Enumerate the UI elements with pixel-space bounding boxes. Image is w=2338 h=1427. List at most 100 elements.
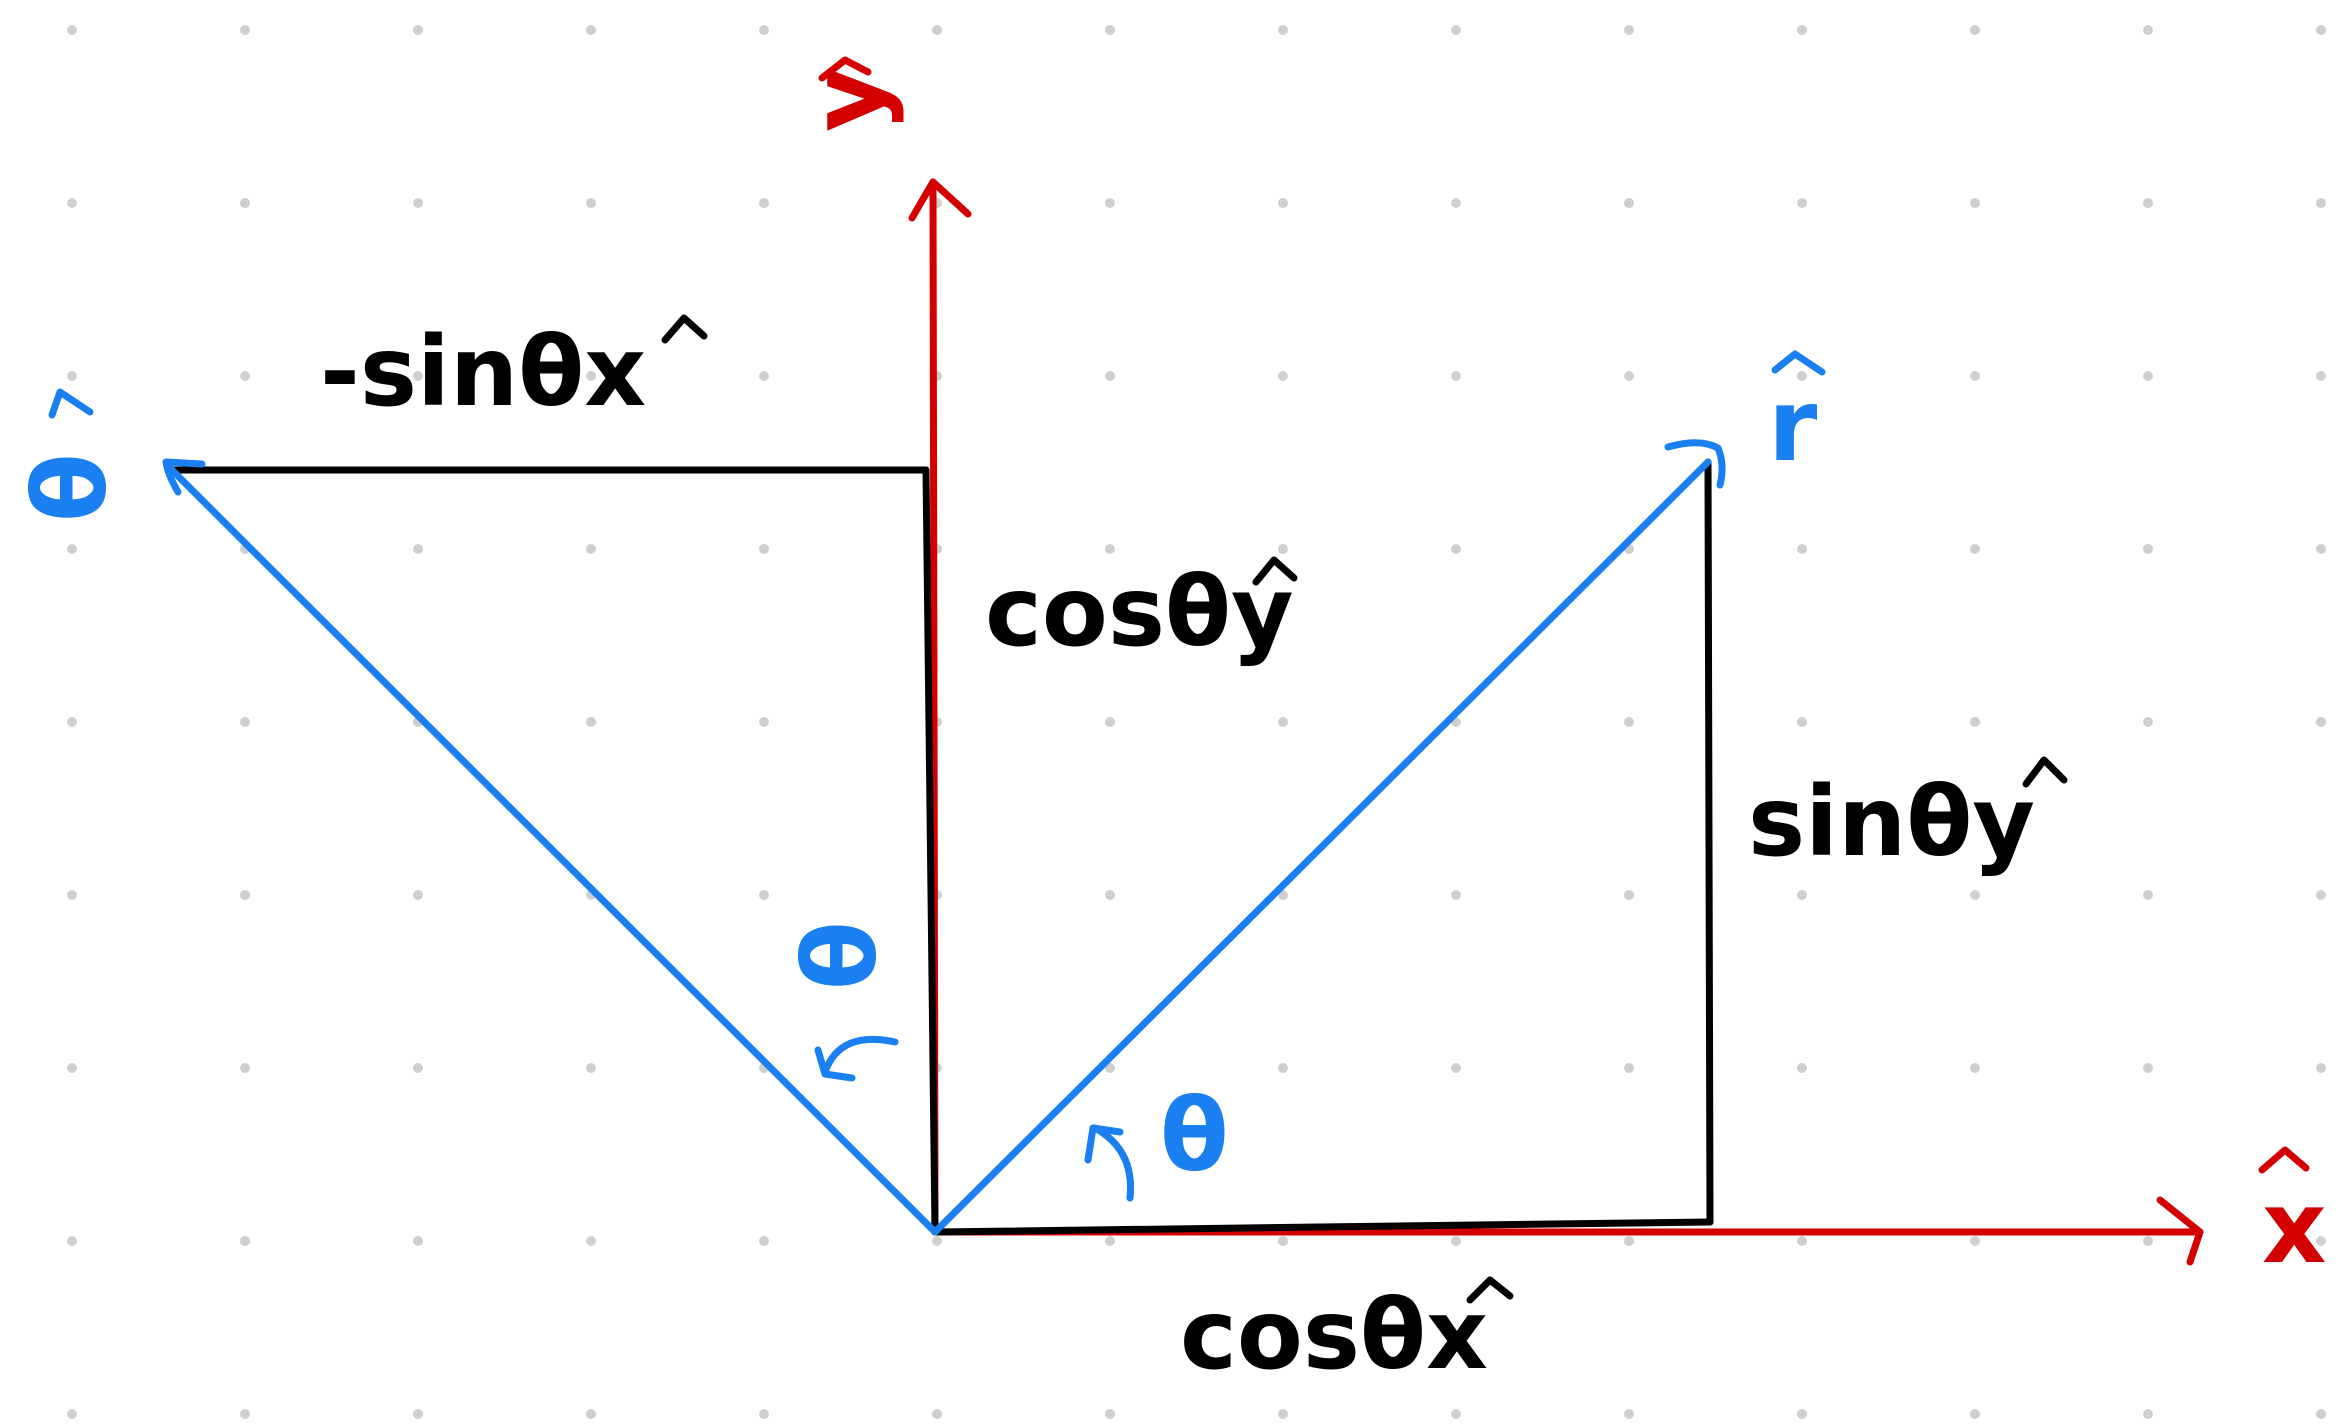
grid-dot — [1451, 1409, 1461, 1419]
r-hat-vector — [931, 458, 1712, 1236]
grid-dot — [586, 1063, 596, 1073]
grid-dot — [240, 1063, 250, 1073]
grid-dot — [1105, 544, 1115, 554]
labels: x y r θ θ θ cosθx sinθy cosθy -sinθx — [12, 56, 2327, 1391]
grid-dot — [932, 25, 942, 35]
minus-sin-x-label: -sinθx — [320, 316, 646, 428]
grid-dot — [586, 25, 596, 35]
grid-dot — [1105, 371, 1115, 381]
grid-dot — [67, 1063, 77, 1073]
grid-dot — [759, 25, 769, 35]
grid-dot — [2316, 544, 2326, 554]
grid-dot — [1797, 1236, 1807, 1246]
grid-dot — [2316, 198, 2326, 208]
grid-dot — [67, 1236, 77, 1246]
grid-dot — [586, 371, 596, 381]
grid-dot — [759, 890, 769, 900]
grid-dot — [2316, 1063, 2326, 1073]
grid-dot — [2316, 25, 2326, 35]
grid-dot — [1451, 25, 1461, 35]
grid-dot — [1278, 544, 1288, 554]
grid-dot — [1797, 717, 1807, 727]
grid-dot — [67, 25, 77, 35]
grid-dot — [586, 1409, 596, 1419]
grid-dot — [1970, 1063, 1980, 1073]
grid-dot — [932, 1409, 942, 1419]
grid-dot — [240, 1409, 250, 1419]
cos-x-hat-caret-icon — [1466, 1276, 1514, 1304]
grid-dot — [2143, 890, 2153, 900]
grid-dot — [1797, 198, 1807, 208]
grid-dot — [67, 371, 77, 381]
y-hat-caret-icon — [818, 56, 872, 82]
y-axis-label: y — [789, 67, 906, 132]
r-hat-caret-icon — [1771, 350, 1826, 376]
grid-dot — [2143, 544, 2153, 554]
grid-dot — [67, 544, 77, 554]
grid-dot — [1451, 1063, 1461, 1073]
minus-sin-x-hat-caret-icon — [661, 314, 708, 344]
grid-dot — [1797, 890, 1807, 900]
grid-dot — [240, 371, 250, 381]
theta-hat-arrowhead-icon — [162, 458, 206, 496]
grid-dot — [759, 198, 769, 208]
cos-x-label: cosθx — [1180, 1279, 1488, 1391]
grid-dot — [1278, 371, 1288, 381]
grid-dot — [586, 544, 596, 554]
grid-dot — [1451, 544, 1461, 554]
grid-dot — [1970, 890, 1980, 900]
grid-dot — [759, 371, 769, 381]
grid-dot — [1970, 1236, 1980, 1246]
x-axis-label: x — [2262, 1169, 2327, 1286]
grid-dot — [1797, 544, 1807, 554]
grid-dot — [413, 198, 423, 208]
grid-dot — [240, 198, 250, 208]
grid-dot — [1624, 1063, 1634, 1073]
grid-dot — [2316, 717, 2326, 727]
x-axis-arrowhead-icon — [2156, 1196, 2204, 1266]
angle-r-arrowhead-icon — [1084, 1124, 1124, 1164]
grid-dot — [1970, 1409, 1980, 1419]
sin-y-hat-caret-icon — [2022, 756, 2068, 788]
angle-theta-arc-icon — [821, 1035, 899, 1076]
grid-dot — [759, 544, 769, 554]
grid-dot — [240, 717, 250, 727]
theta-hat-label: θ — [12, 453, 129, 522]
grid-dot — [1278, 198, 1288, 208]
r-hat-label: r — [1768, 367, 1818, 484]
grid-dot — [2316, 371, 2326, 381]
grid-dot — [413, 890, 423, 900]
grid-dot — [1624, 1409, 1634, 1419]
x-hat-caret-icon — [2258, 1146, 2310, 1174]
grid-dot — [240, 890, 250, 900]
grid-dot — [2316, 890, 2326, 900]
grid-dot — [413, 25, 423, 35]
grid-dot — [1278, 1236, 1288, 1246]
grid-dot — [413, 371, 423, 381]
theta-hat-vector — [166, 464, 939, 1236]
grid-dot — [1451, 371, 1461, 381]
grid-dot — [1797, 25, 1807, 35]
grid-dot — [1797, 371, 1807, 381]
grid-dot — [1970, 25, 1980, 35]
grid-dot — [1278, 1063, 1288, 1073]
grid-dot — [1451, 1236, 1461, 1246]
angle-r-arc-icon — [1091, 1124, 1135, 1202]
grid-dot — [413, 544, 423, 554]
grid-dot — [1624, 25, 1634, 35]
grid-dot — [759, 1409, 769, 1419]
dot-grid — [67, 25, 2326, 1419]
grid-dot — [1970, 717, 1980, 727]
grid-dot — [2143, 1236, 2153, 1246]
cos-y-component-line — [922, 466, 939, 1236]
grid-dot — [932, 1236, 942, 1246]
grid-dot — [240, 1236, 250, 1246]
grid-dot — [1624, 371, 1634, 381]
grid-dot — [759, 1236, 769, 1246]
grid-dot — [2316, 1409, 2326, 1419]
grid-dot — [1624, 198, 1634, 208]
grid-dot — [1105, 198, 1115, 208]
angle-r-label: θ — [1160, 1077, 1229, 1194]
grid-dot — [1624, 890, 1634, 900]
